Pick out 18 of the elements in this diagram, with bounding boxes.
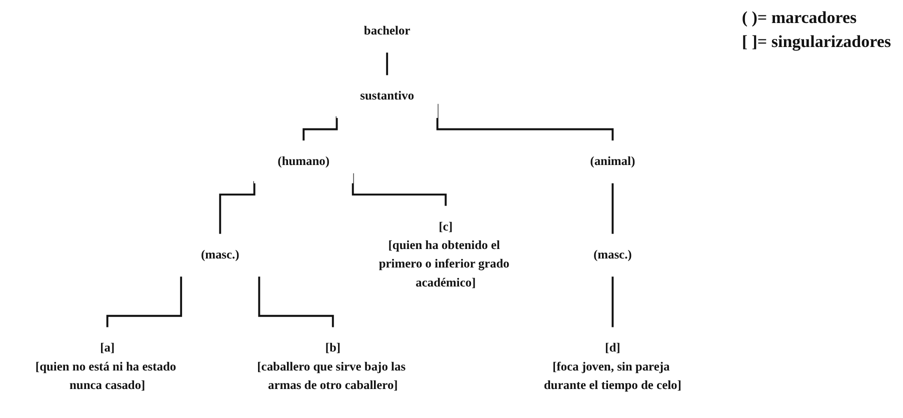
tree-diagram: bachelor sustantivo (humano) (animal) (masc.) [c] [quien ha obtenido el primero o inferior grado académico] (masc.) [d] [foca joven, sin pareja durante el tiempo de celo] [a] [quien no está ni ha estado nunca casado] [b] [caballero que sirve bajo las armas de otro caballero] xyxy=(0,4,720,414)
node-text: (masc.) xyxy=(200,248,240,262)
node-text: [c] [quien ha obtenido el primero o inferior grado académico] xyxy=(378,220,510,290)
connector xyxy=(106,276,182,329)
connector xyxy=(258,276,334,329)
node-text: (animal) xyxy=(590,155,636,169)
node-text: (masc.) xyxy=(593,248,632,262)
node-text: bachelor xyxy=(364,24,410,38)
legend-note: [ ]= singularizadores xyxy=(742,32,891,52)
connector xyxy=(612,276,614,329)
connector xyxy=(219,182,256,236)
node-text: [b] [caballero que sirve bajo las armas de otro caballero] xyxy=(257,342,406,393)
connector xyxy=(612,183,614,236)
connector xyxy=(302,116,338,142)
node-text: [d] [foca joven, sin pareja durante el tiempo de celo] xyxy=(544,342,682,393)
node-text: [a] [quien no está ni ha estado nunca casado] xyxy=(35,342,176,393)
legend-note: ( )= marcadores xyxy=(742,8,858,28)
connector xyxy=(386,52,388,77)
